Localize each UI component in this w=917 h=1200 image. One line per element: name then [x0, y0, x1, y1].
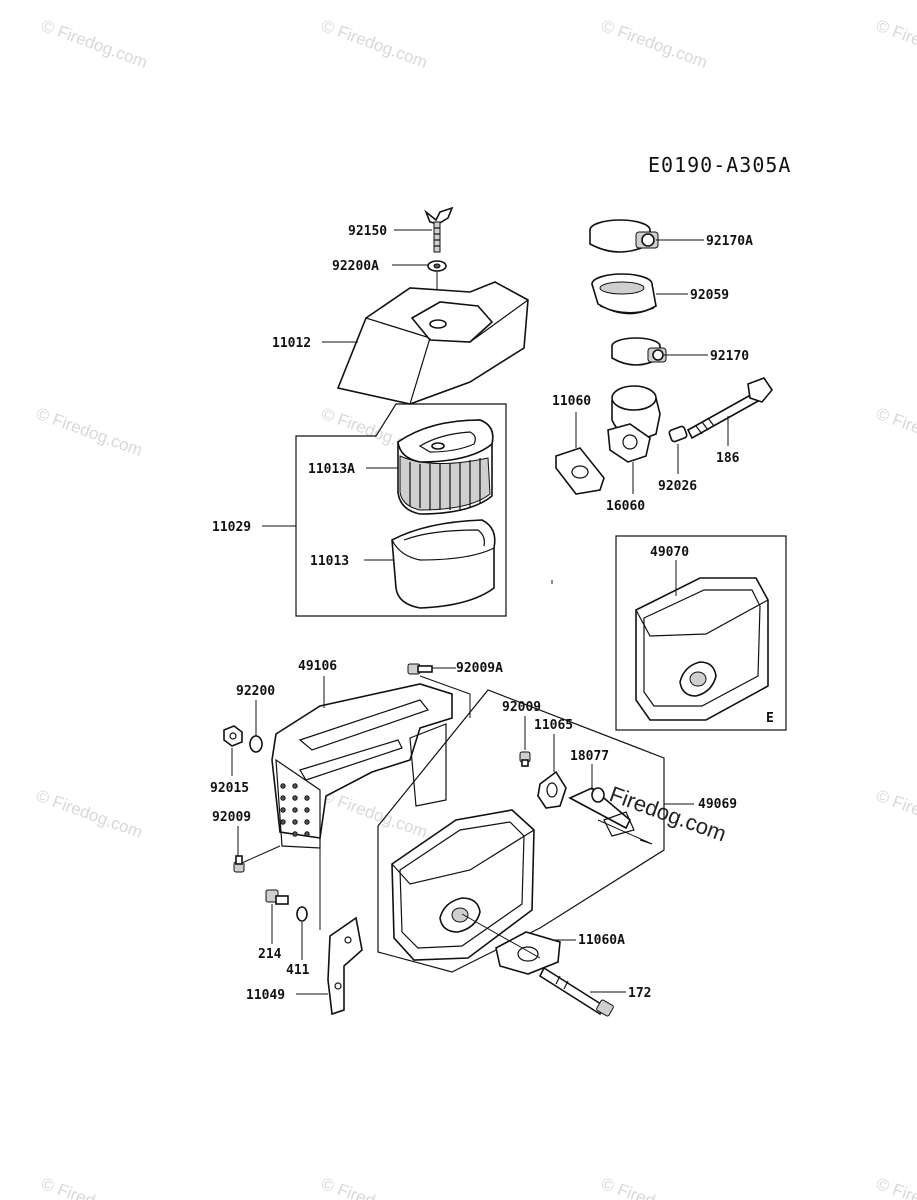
muffler-49070	[635, 577, 769, 721]
spacer-92026	[668, 425, 688, 443]
part-label: 92009	[212, 810, 251, 825]
assembly-box-E	[615, 535, 787, 731]
part-label: 49069	[698, 797, 737, 812]
spark-arrester-18077	[568, 787, 635, 837]
watermark-group: © Firedog.com © Firedog.com © Firedog.co…	[34, 16, 917, 1200]
watermark: © Firedog.com	[39, 1174, 150, 1200]
diagram-code: E0190-A305A	[648, 153, 791, 177]
part-label: 11012	[272, 336, 311, 351]
part-label: 11049	[246, 988, 285, 1003]
bolt-214	[265, 889, 289, 905]
part-label: 411	[286, 963, 310, 978]
bolt-92009-mid	[519, 751, 531, 767]
part-label: 92200	[236, 684, 275, 699]
part-label: 92170	[710, 349, 749, 364]
clamp-92170A	[589, 219, 659, 253]
part-label: 92009	[502, 700, 541, 715]
washer-411	[296, 906, 308, 922]
part-label: 11060	[552, 394, 591, 409]
bracket-11049	[327, 916, 363, 1016]
wing-bolt-92150	[424, 206, 454, 253]
part-label: 11065	[534, 718, 573, 733]
bolt-92009-left	[233, 855, 245, 873]
part-label: 11029	[212, 520, 251, 535]
part-label: 92170A	[706, 234, 753, 249]
part-label: 92150	[348, 224, 387, 239]
part-label: 92026	[658, 479, 697, 494]
washer-92200	[249, 735, 263, 753]
watermark: © Firedog.com	[874, 786, 917, 842]
part-label: 92200A	[332, 259, 379, 274]
watermark: © Firedog.com	[874, 16, 917, 72]
watermark: © Firedog.com	[874, 1174, 917, 1200]
hose-92059	[591, 273, 657, 315]
part-label: 11013	[310, 554, 349, 569]
bolt-172	[538, 966, 614, 1017]
part-label: 214	[258, 947, 282, 962]
part-label: 92059	[690, 288, 729, 303]
watermark: © Firedog.com	[319, 786, 430, 842]
gasket-11065	[537, 770, 567, 809]
muffler-cover-49106	[271, 683, 453, 849]
part-label: 186	[716, 451, 740, 466]
watermark: © Firedog.com	[319, 1174, 430, 1200]
pre-cleaner-11013	[391, 519, 496, 609]
assembly-box-49069	[377, 689, 665, 973]
part-label: 16060	[606, 499, 645, 514]
gasket-11060	[555, 447, 605, 495]
watermark: © Firedog.com	[34, 404, 145, 460]
part-label: 172	[628, 986, 651, 1001]
assembly-box-11029	[295, 403, 507, 617]
watermark: © Firedog.com	[34, 786, 145, 842]
box-letter: E	[766, 711, 774, 726]
air-cleaner-cover-11012	[336, 281, 529, 405]
bolt-92009A	[407, 663, 433, 675]
part-label: 49070	[650, 545, 689, 560]
center-watermark: Firedog.com	[606, 781, 729, 846]
part-label: 92015	[210, 781, 249, 796]
part-label: 92009A	[456, 661, 503, 676]
part-label: 49106	[298, 659, 337, 674]
watermark: © Firedog.com	[39, 16, 150, 72]
elbow-16060	[607, 385, 661, 463]
clamp-92170	[611, 337, 667, 366]
part-label: 11060A	[578, 933, 625, 948]
watermark: © Firedog.com	[319, 16, 430, 72]
watermark: © Firedog.com	[874, 404, 917, 460]
part-label: 11013A	[308, 462, 355, 477]
part-label: 18077	[570, 749, 609, 764]
air-filter-element-11013A	[397, 419, 494, 515]
bolt-186	[686, 377, 773, 440]
watermark: © Firedog.com	[599, 1174, 710, 1200]
watermark: © Firedog.com	[599, 16, 710, 72]
muffler-49069	[391, 809, 535, 961]
nut-92015	[223, 725, 243, 747]
